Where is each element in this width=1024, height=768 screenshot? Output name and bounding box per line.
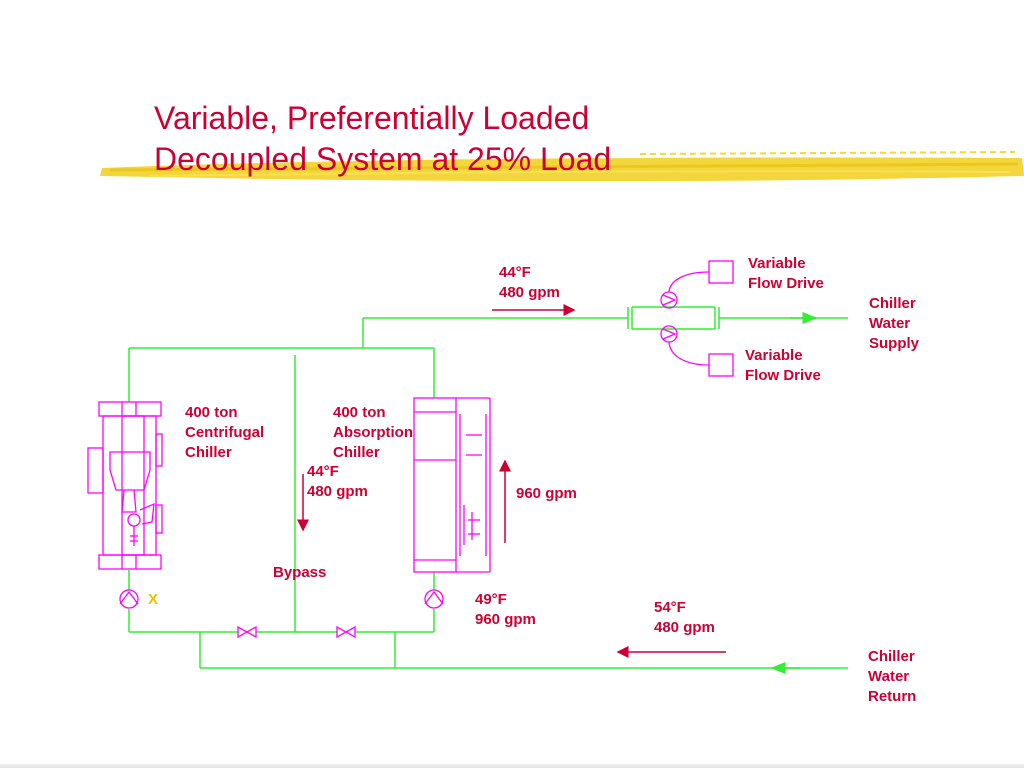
slide-title-line-1: Variable, Preferentially Loaded [154, 100, 590, 136]
pump-off-marker: X [148, 591, 159, 608]
piping [128, 306, 848, 669]
centrifugal-chiller [87, 401, 163, 570]
footer-rule [0, 764, 1024, 768]
secondary-pump-top [660, 291, 678, 309]
equipment [87, 260, 734, 639]
absorption-pump [424, 589, 444, 609]
absorption-chiller [413, 397, 491, 573]
vfd-box-bottom [708, 353, 734, 377]
valve-left [237, 625, 257, 639]
absorption-loop-flow-label: 960 gpm [516, 485, 577, 502]
vfd-box-top [708, 260, 734, 284]
bypass-label: Bypass [273, 564, 327, 581]
flow-arrows [297, 304, 726, 658]
slide-title-line-2: Decoupled System at 25% Load [154, 141, 612, 177]
valve-right [336, 625, 356, 639]
centrifugal-pump [119, 589, 139, 609]
